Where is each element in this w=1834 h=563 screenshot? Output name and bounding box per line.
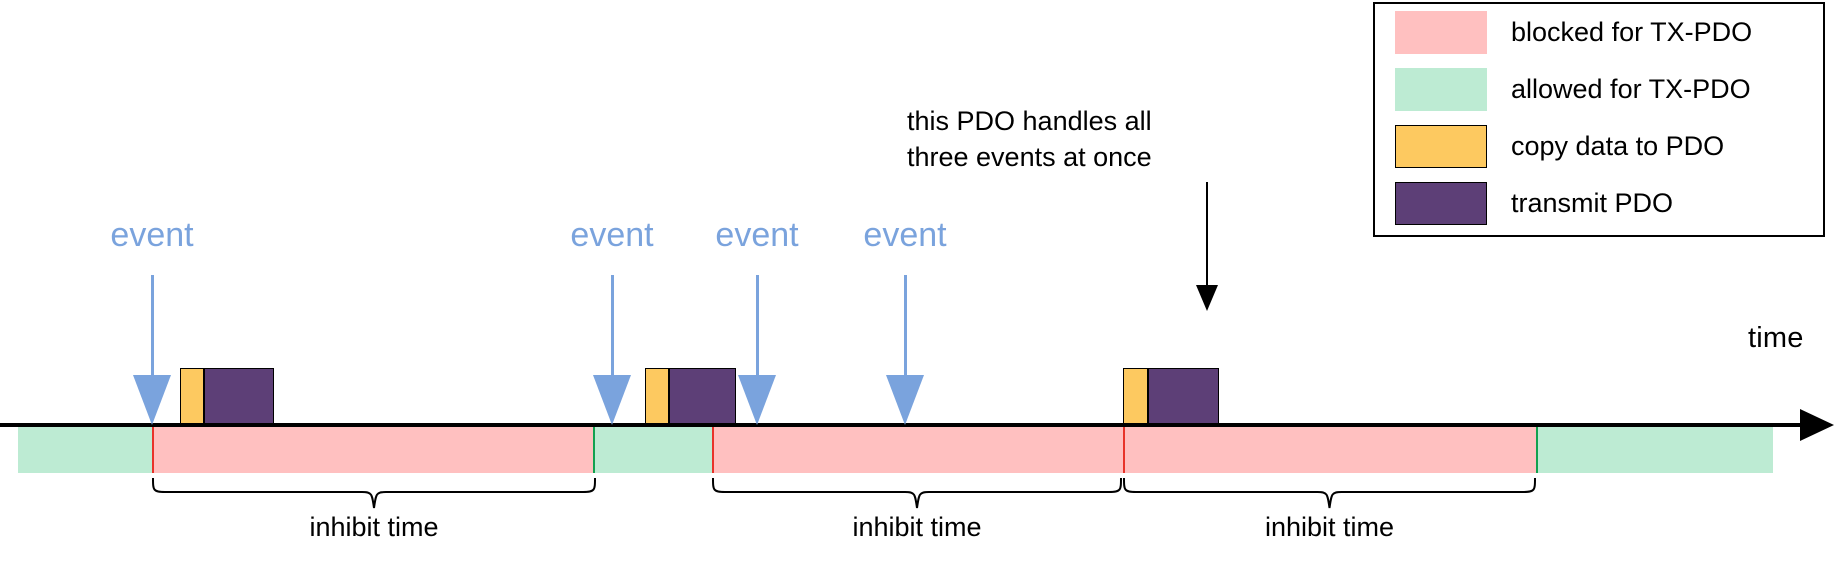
legend-item: blocked for TX-PDO [1375,4,1823,61]
inhibit-time-label: inhibit time [309,512,439,542]
legend-item: transmit PDO [1375,175,1823,232]
status-band-allowed [18,427,152,473]
inhibit-marker-green [1536,427,1538,473]
legend-label: blocked for TX-PDO [1511,17,1753,47]
legend-rows: blocked for TX-PDO allowed for TX-PDO copy… [1375,4,1823,232]
legend-box: blocked for TX-PDO allowed for TX-PDO copy… [1373,2,1825,237]
inhibit-time-brace [1123,477,1536,512]
inhibit-marker-red [152,427,154,473]
arrow-down-icon [1196,285,1218,311]
arrow-down-icon [738,375,776,425]
callout-annotation: this PDO handles all three events at onc… [907,103,1152,175]
event-stem [756,275,759,375]
callout-line-2: three events at once [907,142,1152,172]
inhibit-time-label: inhibit time [1264,512,1395,542]
legend-item: allowed for TX-PDO [1375,61,1823,118]
arrow-down-icon [593,375,631,425]
arrow-down-icon [886,375,924,425]
event-label: event [110,216,194,254]
transmit-pdo-box [204,368,274,425]
event-stem [904,275,907,375]
copy-data-box [180,368,204,425]
status-band-allowed [1536,427,1773,473]
inhibit-time-brace [712,477,1122,512]
legend-swatch-tx [1395,182,1487,225]
legend-label: allowed for TX-PDO [1511,74,1751,104]
copy-data-box [645,368,669,425]
event-stem [151,275,154,375]
callout-stem [1206,182,1208,287]
time-axis-line [0,423,1810,427]
transmit-pdo-box [669,368,736,425]
arrow-down-icon [133,375,171,425]
inhibit-marker-red [712,427,714,473]
event-label: event [570,216,654,254]
legend-swatch-blocked [1395,11,1487,54]
legend-label: transmit PDO [1511,188,1674,218]
status-band-blocked [152,427,593,473]
inhibit-time-brace [152,477,596,512]
inhibit-marker-green [593,427,595,473]
callout-line-1: this PDO handles all [907,106,1152,136]
time-axis-label: time [1748,322,1804,354]
legend-swatch-allowed [1395,68,1487,111]
legend-label: copy data to PDO [1511,131,1725,161]
copy-data-box [1123,368,1148,425]
arrow-right-icon [1800,409,1834,441]
event-label: event [715,216,799,254]
inhibit-marker-red [1123,427,1125,473]
legend-item: copy data to PDO [1375,118,1823,175]
event-label: event [863,216,947,254]
inhibit-time-label: inhibit time [852,512,982,542]
legend-swatch-copy [1395,125,1487,168]
event-stem [611,275,614,375]
transmit-pdo-box [1148,368,1219,425]
status-band-allowed [593,427,712,473]
